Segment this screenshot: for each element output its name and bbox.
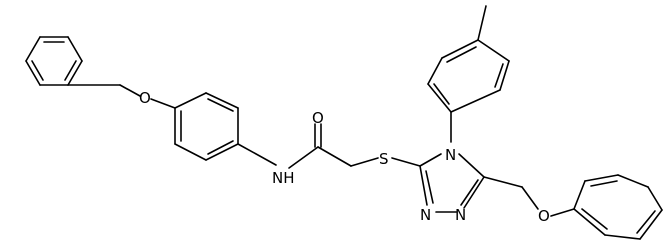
o-aryl-bond	[150, 98, 176, 109]
ch2-o-bond	[119, 84, 141, 97]
atom-o-carbonyl: O	[312, 109, 324, 127]
atom-n4-triazole: N	[445, 146, 456, 164]
phenoxy-phenyl-ring	[573, 174, 663, 240]
ch2-s-bond	[350, 157, 379, 167]
atom-s-thioether: S	[379, 150, 389, 168]
o-phenyl-bond	[550, 208, 575, 217]
triazole-ch2-bond	[483, 176, 523, 188]
atom-o-benzyloxy: O	[139, 89, 151, 107]
s-triazole-bond	[391, 157, 421, 167]
atom-n1-triazole: N	[455, 206, 466, 224]
tolyl-ring	[427, 5, 510, 143]
atom-o-phenoxy: O	[538, 207, 550, 225]
n-carbonyl-bond	[288, 146, 319, 169]
aryl-n-bond	[237, 143, 277, 166]
ch2-o-phenoxy-bond	[521, 186, 539, 210]
triazole-ring	[419, 153, 485, 213]
atom-labels: O NH O S N N N O	[139, 89, 550, 225]
atom-n2-triazole: N	[420, 206, 431, 224]
phenylene-ring	[174, 92, 239, 161]
bonds	[25, 5, 663, 240]
benzyl-phenyl-ring	[25, 36, 83, 86]
methyl-bond	[477, 5, 487, 41]
atom-nh-amide: NH	[272, 169, 295, 187]
carbonyl-ch2-bond	[317, 146, 352, 167]
